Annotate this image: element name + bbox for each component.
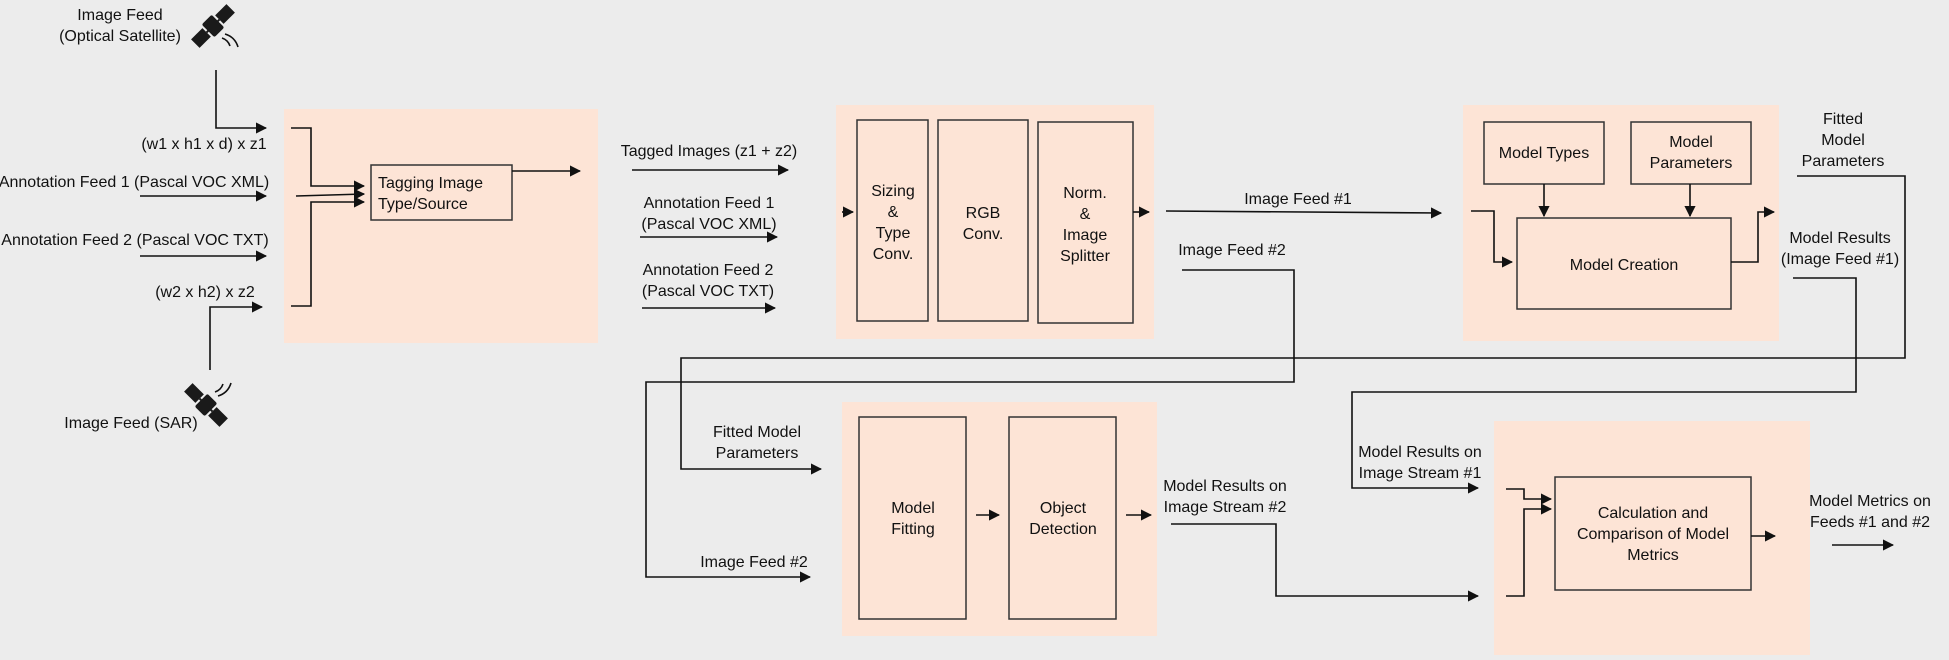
model-results-stream2-label: Model Results on Image Stream #2 — [1163, 478, 1287, 516]
image-feed2-bottom-label: Image Feed #2 — [700, 554, 808, 571]
model-results-feed1-label: Model Results (Image Feed #1) — [1781, 230, 1899, 268]
norm-box — [1037, 121, 1134, 324]
norm-box-text-line: Image — [1063, 227, 1108, 244]
mid-annotation-feed2-label: Annotation Feed 2 (Pascal VOC TXT) — [642, 262, 774, 300]
sizing-box — [856, 119, 929, 322]
mid-annotation-feed1-label: Annotation Feed 1 (Pascal VOC XML) — [641, 195, 776, 233]
norm-box-text-line: & — [1080, 206, 1091, 223]
model-creation-text-line: Model Creation — [1570, 257, 1679, 274]
fitted-params-output-label-line: Parameters — [1802, 153, 1885, 170]
calc-metrics-box — [1554, 476, 1752, 591]
model-parameters-text-line: Model — [1669, 134, 1713, 151]
optical-satellite-icon — [191, 4, 235, 48]
object-detection-text-line: Detection — [1029, 521, 1097, 538]
optical-source-label: Image Feed (Optical Satellite) — [59, 7, 181, 45]
image-feed2-top-label-line: Image Feed #2 — [1178, 242, 1286, 259]
image-feed1-label-line: Image Feed #1 — [1244, 191, 1352, 208]
model-fitting-box — [858, 416, 967, 620]
model-metrics-output-label: Model Metrics on Feeds #1 and #2 — [1809, 493, 1931, 531]
sizing-box-text-line: Conv. — [873, 246, 914, 263]
tagging-box-text-line: Tagging Image — [378, 175, 483, 192]
dims1-label: (w1 x h1 x d) x z1 — [141, 136, 266, 153]
optical-source-label-line: Image Feed — [77, 7, 162, 24]
norm-box-text-line: Norm. — [1063, 185, 1107, 202]
sar-signal-icon — [214, 382, 232, 397]
rgb-box-text-line: Conv. — [963, 226, 1004, 243]
connectors — [140, 70, 1906, 602]
calc-metrics-text-line: Comparison of Model — [1577, 526, 1729, 543]
tagged-images-label-line: Tagged Images (z1 + z2) — [621, 143, 798, 160]
model-types-text: Model Types — [1499, 145, 1589, 162]
optical-signal-icon — [221, 33, 239, 48]
tagging-panel — [284, 109, 598, 343]
annotation-feed2-label: Annotation Feed 2 (Pascal VOC TXT) — [1, 232, 268, 249]
model-creation-box — [1516, 217, 1732, 310]
sar-source-label-line: Image Feed (SAR) — [64, 415, 197, 432]
rgb-box-text: RGB Conv. — [963, 205, 1004, 243]
annotation-feed1-label: Annotation Feed 1 (Pascal VOC XML) — [0, 174, 269, 191]
sar-satellite-icon — [184, 383, 228, 427]
model-results-feed1-label-line: (Image Feed #1) — [1781, 251, 1899, 268]
annotation-feed1-label-line: Annotation Feed 1 (Pascal VOC XML) — [0, 174, 269, 191]
rgb-box-text-line: RGB — [966, 205, 1001, 222]
model-parameters-box — [1630, 121, 1752, 185]
calc-metrics-text-line: Metrics — [1627, 547, 1679, 564]
mid-annotation-feed2-label-line: Annotation Feed 2 — [643, 262, 774, 279]
fitted-params-output-label-line: Model — [1821, 132, 1865, 149]
mid-annotation-feed1-label-line: (Pascal VOC XML) — [641, 216, 776, 233]
model-results-stream2-label-line: Model Results on — [1163, 478, 1287, 495]
model-fitting-text-line: Fitting — [891, 521, 935, 538]
optical-source-label-line: (Optical Satellite) — [59, 28, 181, 45]
dims1-label-line: (w1 x h1 x d) x z1 — [141, 136, 266, 153]
object-detection-box — [1008, 416, 1117, 620]
sizing-box-text-line: Type — [876, 225, 911, 242]
norm-box-text-line: Splitter — [1060, 248, 1110, 265]
image-feed2-top-label: Image Feed #2 — [1178, 242, 1286, 259]
fitted-params-input-label-line: Parameters — [716, 445, 799, 462]
model-parameters-text-line: Parameters — [1650, 155, 1733, 172]
model-results-stream1-label-line: Model Results on — [1358, 444, 1482, 461]
model-results-stream1-label: Model Results on Image Stream #1 — [1358, 444, 1482, 482]
model-creation-text: Model Creation — [1570, 257, 1679, 274]
mid-annotation-feed2-label-line: (Pascal VOC TXT) — [642, 283, 774, 300]
model-metrics-output-label-line: Feeds #1 and #2 — [1810, 514, 1930, 531]
image-feed1-label: Image Feed #1 — [1244, 191, 1352, 208]
image-feed2-bottom-label-line: Image Feed #2 — [700, 554, 808, 571]
annotation-feed2-label-line: Annotation Feed 2 (Pascal VOC TXT) — [1, 232, 268, 249]
model-types-text-line: Model Types — [1499, 145, 1589, 162]
mid-annotation-feed1-label-line: Annotation Feed 1 — [644, 195, 775, 212]
rgb-box — [937, 119, 1029, 322]
dims2-label-line: (w2 x h2) x z2 — [155, 284, 255, 301]
sizing-box-text-line: Sizing — [871, 183, 915, 200]
fitted-params-output-label-line: Fitted — [1823, 111, 1863, 128]
calc-metrics-text-line: Calculation and — [1598, 505, 1708, 522]
model-results-stream1-label-line: Image Stream #1 — [1359, 465, 1482, 482]
tagged-images-label: Tagged Images (z1 + z2) — [621, 143, 798, 160]
tagging-box-text-line: Type/Source — [378, 196, 468, 213]
sizing-box-text-line: & — [888, 204, 899, 221]
object-detection-text-line: Object — [1040, 500, 1087, 517]
model-metrics-output-label-line: Model Metrics on — [1809, 493, 1931, 510]
tagging-box — [370, 164, 513, 221]
fitted-params-input-label-line: Fitted Model — [713, 424, 801, 441]
model-results-stream2-label-line: Image Stream #2 — [1164, 499, 1287, 516]
model-fitting-text-line: Model — [891, 500, 935, 517]
model-results-feed1-label-line: Model Results — [1789, 230, 1890, 247]
dims2-label: (w2 x h2) x z2 — [155, 284, 255, 301]
sar-source-label: Image Feed (SAR) — [64, 415, 197, 432]
